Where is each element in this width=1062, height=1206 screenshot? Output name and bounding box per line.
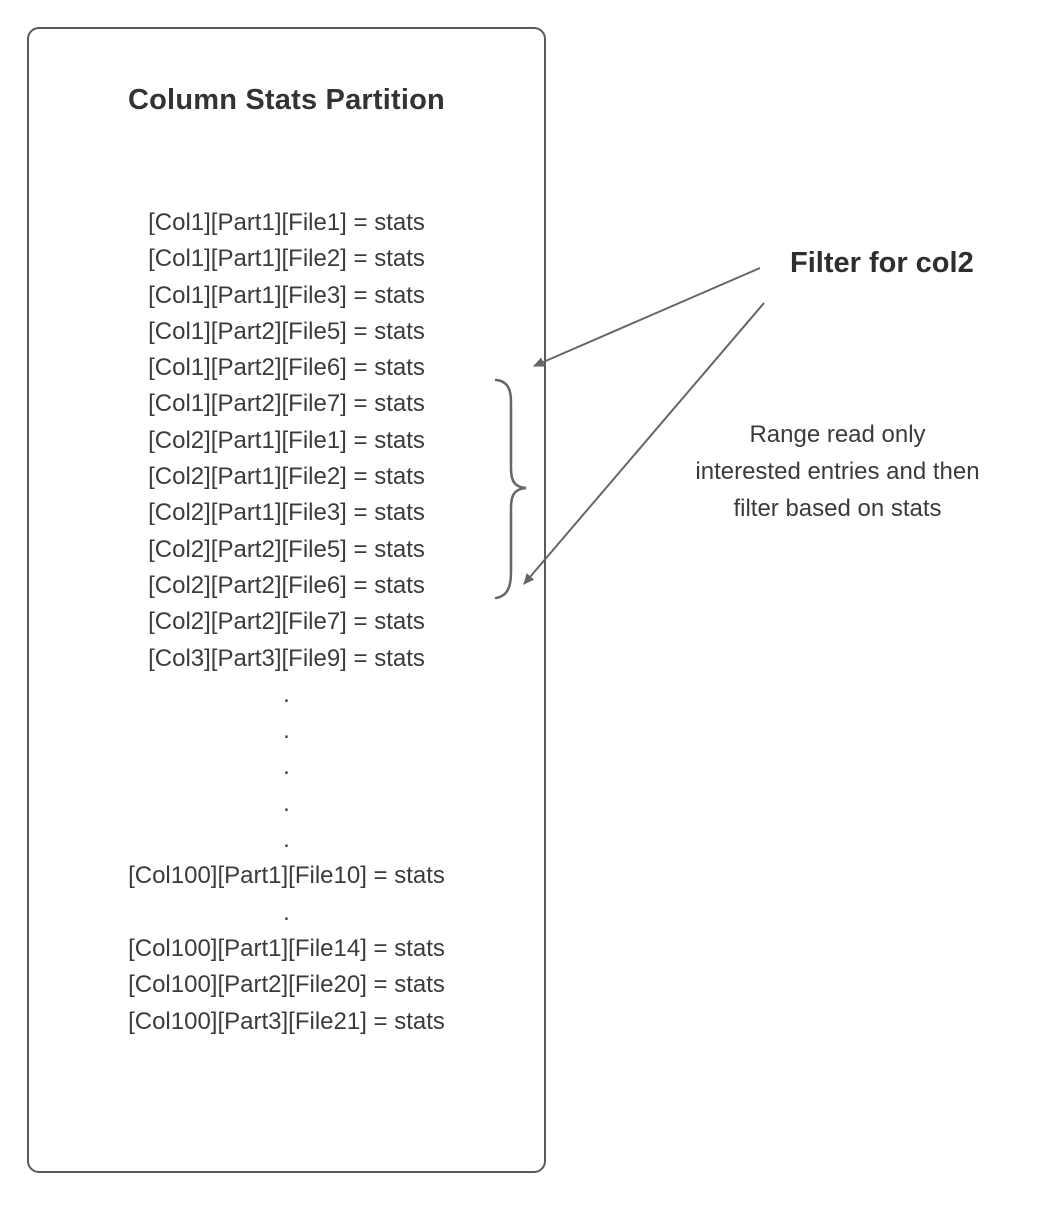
- stats-entry: [Col2][Part2][File7] = stats: [148, 608, 425, 636]
- stats-entry: [Col100][Part3][File21] = stats: [128, 1007, 445, 1035]
- stats-entry: .: [283, 717, 290, 745]
- stats-entry: [Col2][Part1][File3] = stats: [148, 499, 425, 527]
- range-note: Range read only interested entries and t…: [695, 421, 980, 522]
- stats-entry: [Col1][Part2][File6] = stats: [148, 354, 425, 382]
- box-title: Column Stats Partition: [128, 84, 445, 116]
- stats-entry: [Col100][Part1][File14] = stats: [128, 934, 445, 962]
- stats-entry: .: [283, 753, 290, 781]
- stats-entry: .: [283, 789, 290, 817]
- stats-entry: [Col2][Part1][File1] = stats: [148, 426, 425, 454]
- arrow-to-brace-top: [533, 267, 761, 367]
- stats-entry: [Col2][Part2][File5] = stats: [148, 535, 425, 563]
- stats-entry: .: [283, 680, 290, 708]
- stats-entry: [Col1][Part1][File3] = stats: [148, 281, 425, 309]
- filter-heading: Filter for col2: [790, 247, 974, 279]
- stats-entry: .: [283, 826, 290, 854]
- stats-entry: [Col1][Part1][File1] = stats: [148, 209, 425, 236]
- stats-entry: [Col1][Part1][File2] = stats: [148, 245, 425, 273]
- stats-entry: [Col2][Part2][File6] = stats: [148, 571, 425, 599]
- stats-entry: [Col100][Part1][File10] = stats: [128, 862, 445, 890]
- stats-entry: [Col1][Part2][File7] = stats: [148, 390, 425, 418]
- stats-entry: .: [283, 898, 290, 926]
- stats-entry: [Col1][Part2][File5] = stats: [148, 317, 425, 345]
- stats-entry: [Col3][Part3][File9] = stats: [148, 644, 425, 672]
- column-stats-partition-box: Column Stats Partition [Col1][Part1][Fil…: [27, 27, 546, 1173]
- stats-entry: [Col2][Part1][File2] = stats: [148, 463, 425, 491]
- stats-entry: [Col100][Part2][File20] = stats: [128, 971, 445, 999]
- stats-entry-list: [Col1][Part1][File1] = stats [Col1][Part1…: [29, 205, 544, 1040]
